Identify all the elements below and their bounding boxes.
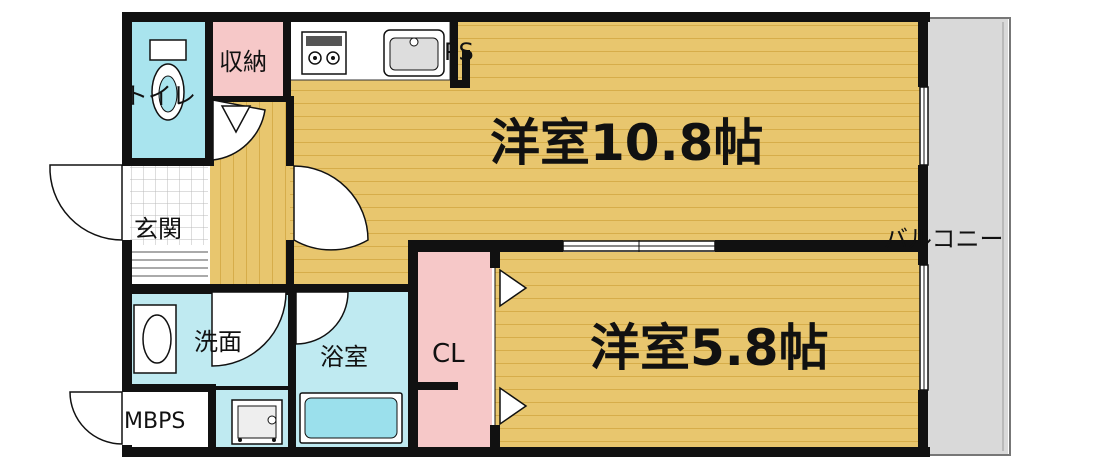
entrance-step: [130, 245, 208, 285]
closet-doors: [494, 268, 528, 426]
label-washroom: 洗面: [194, 328, 242, 356]
label-balcony: バルコニー: [884, 225, 1004, 253]
door-large-room: [293, 165, 369, 251]
hallway-floor-2: [288, 246, 408, 286]
storage-door-marker: [220, 105, 252, 134]
kitchen-sink-icon: [383, 29, 445, 77]
door-bathroom: [295, 291, 349, 345]
label-mbps: MBPS: [124, 409, 185, 434]
label-western-room-small: 洋室5.8帖: [590, 319, 829, 377]
label-ps: PS: [444, 38, 474, 66]
label-bathroom: 浴室: [320, 343, 368, 371]
door-mbps: [69, 391, 123, 445]
bathtub-icon: [299, 392, 403, 444]
mbps-room: [130, 392, 210, 452]
wash-basin-icon: [133, 304, 177, 374]
label-storage: 収納: [219, 48, 267, 76]
balcony-area: [928, 17, 1011, 456]
door-entrance: [49, 164, 123, 241]
label-closet: CL: [432, 339, 465, 369]
western-room-small-floor: [495, 252, 922, 452]
storage-room: [212, 20, 286, 98]
toilet-icon: [149, 39, 187, 121]
stove-icon: [301, 31, 347, 75]
window-small-room: [919, 264, 929, 391]
walls: [122, 12, 930, 457]
sliding-door-between-rooms: [562, 240, 716, 252]
door-washroom: [211, 291, 287, 367]
label-western-room-large: 洋室10.8帖: [490, 114, 763, 172]
label-toilet: トイレ: [124, 82, 196, 110]
washing-machine-icon: [231, 399, 283, 445]
closet-room: [416, 252, 492, 452]
label-entrance: 玄関: [134, 215, 182, 243]
window-large-room: [919, 86, 929, 166]
